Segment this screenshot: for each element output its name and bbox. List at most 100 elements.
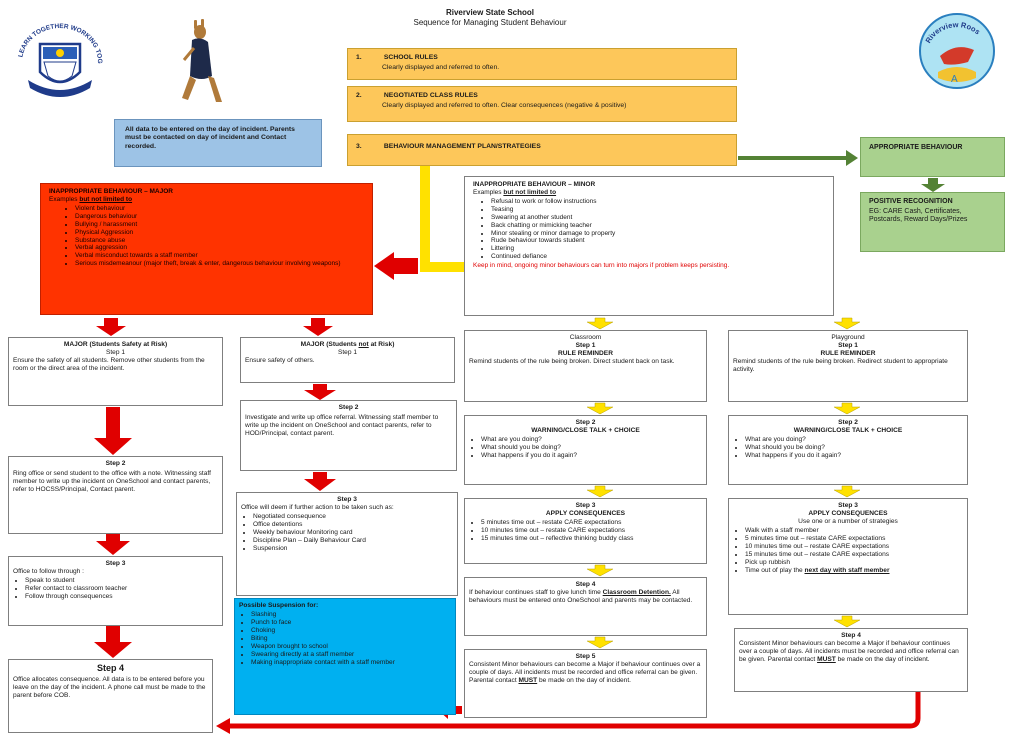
yellow-arrow-down [586,485,614,498]
list-item: Teasing [491,206,825,214]
rule-number: 3. [356,143,362,150]
rule-text: Clearly displayed and referred to often. [382,64,500,72]
yellow-arrow-down [586,317,614,330]
list-item: 15 minutes time out – reflective thinkin… [481,535,702,543]
step-label: Step 3 [575,502,596,509]
classroom-step4-box: Step 4 If behaviour continues staff to g… [464,577,707,636]
step-label: Step 1 [337,349,358,357]
red-arrow-down [94,626,132,658]
list-item: Swearing directly at a staff member [251,651,451,659]
positive-recognition-box: POSITIVE RECOGNITION EG: CARE Cash, Cert… [860,192,1005,252]
yellow-arrow-down [586,636,614,649]
step-text: Remind students of the rule being broken… [733,358,948,374]
list-item: Verbal aggression [75,244,364,252]
major-behaviour-box: INAPPROPRIATE BEHAVIOUR – MAJOR Examples… [40,183,373,315]
list-item-text: Time out of play the [745,567,805,575]
list-item: Weapon brought to school [251,643,451,651]
list-item: Serious misdemeanour (major theft, break… [75,260,364,268]
major-list: Violent behaviour Dangerous behaviour Bu… [49,205,364,268]
col2-step3-list: Negotiated consequence Office detentions… [241,513,453,553]
list-item: Speak to student [25,577,218,585]
step-label: Step 2 [105,460,126,467]
minor-intro-underline: but not limited to [503,188,557,196]
positive-title: POSITIVE RECOGNITION [869,198,953,205]
step-label: Step 2 [838,419,858,426]
list-item: Suspension [253,545,453,553]
green-down-arrow [921,178,945,192]
list-item: Bullying / harassment [75,221,364,229]
playground-title: Playground [831,334,865,341]
rule-title: SCHOOL RULES [383,54,438,61]
col1-step4-box: Step 4 Office allocates consequence. All… [8,659,213,733]
list-item: Swearing at another student [491,214,825,222]
list-item: Discipline Plan – Daily Behaviour Card [253,537,453,545]
svg-text:A: A [951,74,958,85]
rule-box-class-rules: 2. NEGOTIATED CLASS RULES Clearly displa… [347,86,737,122]
step-text-b: be made on the day of incident. [537,677,632,685]
riverview-roos-logo: Riverview Roos A [918,12,996,90]
list-item: Littering [491,245,825,253]
info-text: All data to be entered on the day of inc… [125,126,295,150]
list-item: Continued defiance [491,253,825,261]
yellow-arrow-down [833,402,861,415]
step-text: Consistent Minor behaviours can become a… [739,640,963,664]
red-arrow-to-major [374,252,418,280]
step-text-b: be made on the day of incident. [835,656,930,664]
list-item: Negotiated consequence [253,513,453,521]
step-label: Step 1 [105,349,126,357]
major-intro-underline: but not limited to [79,195,133,203]
red-return-line [226,692,921,729]
yellow-arrow-down [833,615,861,628]
step-text-a: Consistent Minor behaviours can become a… [469,661,701,685]
step-label: Step 2 [338,404,359,411]
list-item: Pick up rubbish [745,559,963,567]
step-text-underline: MUST [817,656,836,664]
step-label: Step 4 [841,632,861,639]
step-heading: WARNING/CLOSE TALK + CHOICE [531,427,640,435]
rule-box-school-rules: 1. SCHOOL RULES Clearly displayed and re… [347,48,737,80]
rule-box-behaviour-plan: 3. BEHAVIOUR MANAGEMENT PLAN/STRATEGIES [347,134,737,166]
list-item: Punch to face [251,619,451,627]
list-item: What should you be doing? [481,444,702,452]
step-text-a: Consistent Minor behaviours can become a… [739,640,959,664]
list-item: 10 minutes time out – restate CARE expec… [481,527,702,535]
rule-number: 1. [356,54,362,61]
list-item: What are you doing? [481,436,702,444]
red-arrow-down [96,534,130,555]
list-item: Minor stealing or minor damage to proper… [491,230,825,238]
data-entry-info-box: All data to be entered on the day of inc… [114,119,322,167]
red-arrow-down [304,472,336,491]
minor-intro: Examples but not limited to [473,189,825,197]
list-item-underline: next day with staff member [804,567,890,575]
step-text: Remind students of the rule being broken… [469,358,675,366]
classroom-step3-list: 5 minutes time out – restate CARE expect… [469,519,702,543]
col2-title-underline: not [358,341,369,348]
list-item: Choking [251,627,451,635]
appropriate-behaviour-box: APPROPRIATE BEHAVIOUR [860,137,1005,177]
classroom-step1-box: Classroom Step 1 RULE REMINDER Remind st… [464,330,707,402]
major-title: INAPPROPRIATE BEHAVIOUR – MAJOR [49,188,173,195]
list-item: Refusal to work or follow instructions [491,198,825,206]
list-item: Biting [251,635,451,643]
school-crest-logo: LEARN TOGETHER WORKING TOGETHER [8,9,110,102]
major-intro: Examples but not limited to [49,196,364,204]
col1-step1-box: MAJOR (Students Safety at Risk) Step 1 E… [8,337,223,406]
list-item: Follow through consequences [25,593,218,601]
list-item: 15 minutes time out – restate CARE expec… [745,551,963,559]
list-item: Walk with a staff member [745,527,963,535]
step-heading: RULE REMINDER [558,350,613,358]
classroom-step5-box: Step 5 Consistent Minor behaviours can b… [464,649,707,718]
rule-text: Clearly displayed and referred to often.… [382,102,627,110]
green-arrow [738,150,858,166]
col2-title-a: MAJOR (Students [300,341,359,348]
classroom-title: Classroom [569,334,602,341]
list-item: What happens if you do it again? [745,452,963,460]
col1-step3-list: Speak to student Refer contact to classr… [13,577,218,601]
red-arrow-down [303,318,333,336]
step-text: If behaviour continues staff to give lun… [469,589,702,605]
step-label: Step 3 [838,502,858,509]
possible-suspension-box: Possible Suspension for: Slashing Punch … [234,598,456,715]
minor-title: INAPPROPRIATE BEHAVIOUR – MINOR [473,181,596,188]
red-return-arrowhead [216,718,230,734]
